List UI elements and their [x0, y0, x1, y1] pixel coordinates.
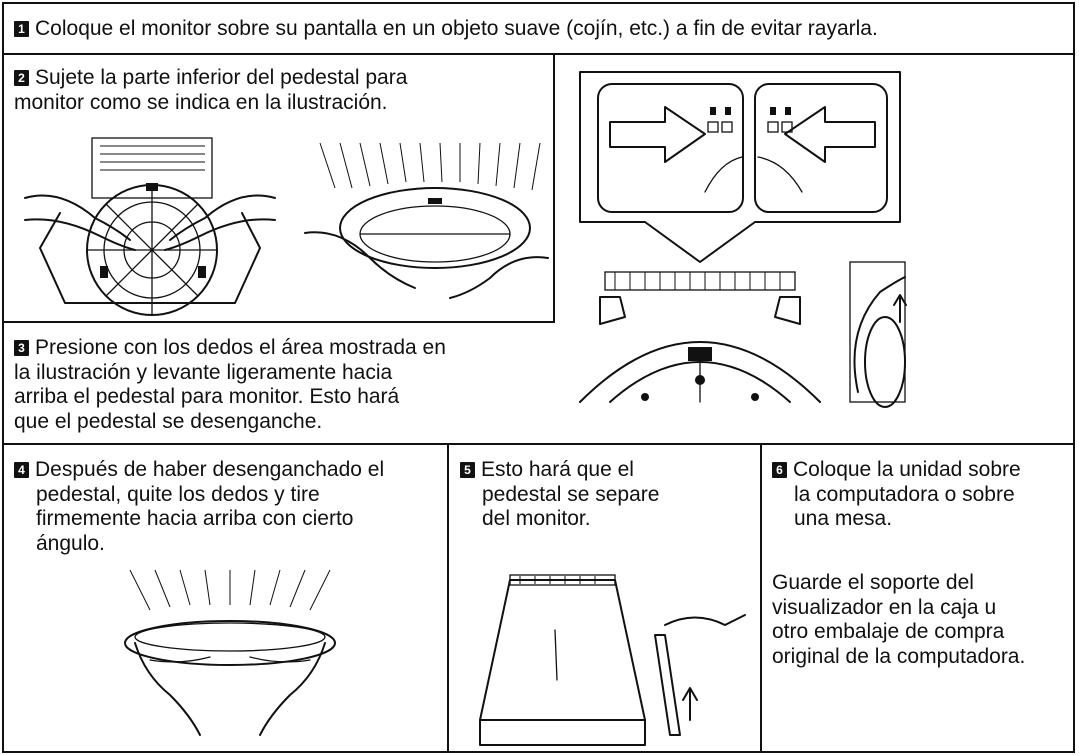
step-2-number: 2 — [14, 70, 29, 86]
step-6-note-line-4: original de la computadora. — [772, 644, 1026, 668]
divider-step4-step5 — [447, 443, 449, 753]
step-6-number: 6 — [772, 462, 787, 478]
step-5-number: 5 — [460, 462, 475, 478]
step-1-text: Coloque el monitor sobre su pantalla en … — [35, 17, 878, 40]
step-2-illustration-holding-stand — [20, 128, 280, 318]
step-4-line-3: firmemente hacia arriba con cierto — [36, 507, 354, 530]
step-4-line-4: ángulo. — [36, 531, 105, 555]
step-3-line-4: que el pedestal se desenganche. — [14, 409, 323, 433]
step-4-illustration-pull-stand — [110, 565, 350, 745]
step-3-illustration-release-tabs — [570, 62, 910, 442]
step-6-note-line-3: otro embalaje de compra — [772, 620, 1005, 643]
step-6-note-line-1: Guarde el soporte del — [772, 571, 974, 594]
step-1: 1 Coloque el monitor sobre su pantalla en… — [14, 17, 878, 42]
step-1-number: 1 — [14, 21, 29, 37]
step-3-line-2: la ilustración y levante ligeramente hac… — [14, 360, 393, 384]
step-6-line-2: la computadora o sobre — [794, 482, 1015, 506]
divider-step2-right — [553, 53, 555, 323]
divider-step5-step6 — [760, 443, 762, 753]
step-6-note-line-2: visualizador en la caja u — [772, 595, 997, 619]
step-3-number: 3 — [14, 340, 29, 356]
step-5-illustration-stand-separated — [465, 570, 750, 750]
step-2-line-2: monitor como se indica en la ilustración… — [14, 90, 388, 114]
step-4-number: 4 — [14, 462, 29, 478]
step-5-line-3: del monitor. — [482, 507, 591, 530]
step-6-line-3: una mesa. — [794, 507, 893, 530]
step-4-line-2: pedestal, quite los dedos y tire — [36, 482, 320, 506]
step-6-note: Guarde el soporte del visualizador en la… — [772, 571, 1025, 669]
step-5-line-2: pedestal se separe — [482, 482, 660, 506]
divider-row3 — [2, 443, 1075, 445]
step-2-illustration-lifting-stand — [300, 138, 550, 318]
divider-row1 — [2, 53, 1075, 55]
step-3-line-3: arriba el pedestal para monitor. Esto ha… — [14, 385, 400, 408]
divider-step2-step3 — [2, 321, 554, 323]
